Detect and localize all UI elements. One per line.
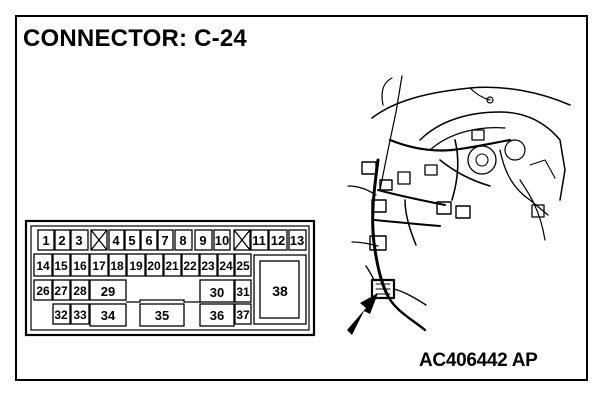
pin-label: 31 [236,285,250,299]
pin-label: 26 [36,284,50,298]
connector-title: CONNECTOR: C-24 [23,25,247,52]
pin-label: 2 [58,233,65,248]
latch-recess [126,299,200,303]
pin-label: 36 [210,308,224,323]
pin-label: 1 [42,233,49,248]
pin-label: 20 [147,259,161,273]
pin-label: 21 [165,259,179,273]
pin-label: 23 [201,259,215,273]
pin-label: 9 [199,233,206,248]
row2-cells [33,253,252,277]
pin-label: 13 [290,233,304,248]
figure-code: AC406442 AP [419,350,538,371]
pin-label-large: 38 [272,283,288,299]
pin-label: 7 [161,233,168,248]
pin-label: 28 [73,284,87,298]
pin-label: 8 [179,233,186,248]
pin-label: 14 [36,259,50,273]
lower-cells [33,254,307,327]
pin-label: 29 [101,284,115,299]
pin-label: 18 [110,259,124,273]
pin-label: 30 [210,285,224,300]
pin-label: 10 [215,233,229,248]
pin-label: 5 [128,233,135,248]
connector-face [24,219,316,337]
pin-label: 17 [92,259,106,273]
pin-label: 24 [219,259,233,273]
pin-label: 25 [236,259,250,273]
pin-label: 16 [73,259,87,273]
pin-label: 11 [252,233,266,248]
pin-label: 6 [145,233,152,248]
row1-cells [37,229,307,251]
pin-label: 12 [271,233,285,248]
pin-label: 3 [75,233,82,248]
location-illustration [347,75,571,332]
pin-label: 27 [54,284,68,298]
pin-label: 4 [112,233,120,248]
pin-label: 33 [73,308,87,322]
diagram-frame [15,15,588,381]
pin-label: 34 [101,308,116,323]
pin-label: 19 [129,259,143,273]
pin-label: 32 [54,308,68,322]
location-arrow [347,293,378,335]
blank-position-marks [90,229,251,251]
pin-label: 15 [54,259,68,273]
pin-numbers: 1 2 3 4 5 6 7 8 9 10 11 12 13 14 15 16 1… [36,233,304,323]
pin-label: 22 [183,259,197,273]
pin-label: 35 [155,308,169,323]
pin-label: 37 [236,308,250,322]
